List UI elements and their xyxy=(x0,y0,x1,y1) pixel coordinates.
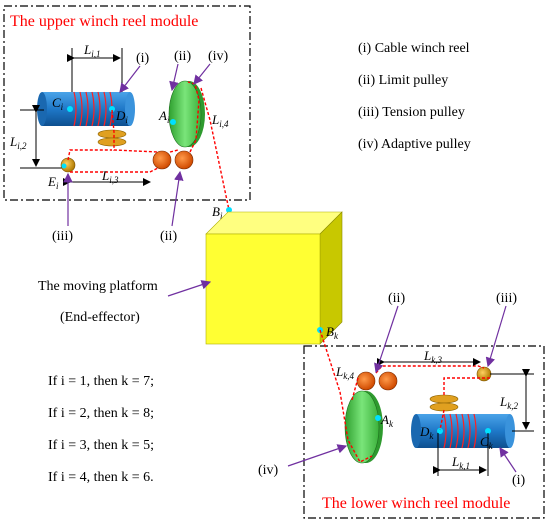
label-ei: Ei xyxy=(47,174,59,191)
callout-upper-ii-bottom: (ii) xyxy=(160,229,177,244)
pointer-upper-i xyxy=(119,65,141,93)
label-ck: Ck xyxy=(480,434,494,451)
point-ck xyxy=(485,428,491,434)
label-lk2: Lk,2 xyxy=(499,394,518,411)
condition-3: If i = 3, then k = 5; xyxy=(48,438,154,453)
point-ak xyxy=(375,415,381,421)
upper-limit-pulley-2 xyxy=(174,150,194,170)
callout-lower-iii: (iii) xyxy=(496,291,517,306)
upper-adaptive-pulley xyxy=(168,80,205,148)
label-li3: Li,3 xyxy=(101,168,119,185)
upper-module-frame xyxy=(3,5,251,201)
upper-limit-pulley-1 xyxy=(152,150,172,170)
index-conditions: If i = 1, then k = 7; If i = 2, then k =… xyxy=(48,374,154,485)
platform-label: The moving platform xyxy=(38,279,158,294)
label-bi: Bi xyxy=(212,204,223,221)
pointer-lower-iii xyxy=(485,305,507,368)
upper-cable-tension-segment xyxy=(67,149,112,161)
condition-2: If i = 2, then k = 8; xyxy=(48,406,154,421)
upper-cable-path xyxy=(70,81,230,211)
callout-lower-ii: (ii) xyxy=(388,291,405,306)
label-ci: Ci xyxy=(52,95,64,112)
lower-module-frame xyxy=(303,345,545,519)
lower-adaptive-pulley xyxy=(344,390,383,464)
lower-limit-pulley-2 xyxy=(378,371,398,391)
lower-cable-winch-reel xyxy=(411,413,515,449)
label-lk1: Lk,1 xyxy=(451,454,470,471)
legend-item-adaptive-pulley: (iv) Adaptive pulley xyxy=(358,137,471,152)
point-dk xyxy=(437,428,443,434)
lower-small-pulley-stack xyxy=(429,394,459,412)
lower-cable-path xyxy=(319,329,490,463)
lower-tension-pulley xyxy=(476,366,492,382)
moving-platform xyxy=(205,211,343,345)
pointer-upper-ii-bottom xyxy=(171,170,184,227)
lower-module: The lower winch reel module Bk Ak xyxy=(258,291,545,519)
callout-lower-i: (i) xyxy=(512,473,526,488)
upper-small-pulley-stack xyxy=(97,129,127,147)
label-ak: Ak xyxy=(380,412,394,429)
upper-cable-winch-reel xyxy=(37,91,135,127)
pointer-upper-ii-top xyxy=(169,63,179,92)
point-ai xyxy=(170,119,176,125)
label-li4: Li,4 xyxy=(211,112,229,129)
upper-module-title: The upper winch reel module xyxy=(10,13,198,30)
label-ai: Ai xyxy=(158,108,170,125)
upper-module: The upper winch reel module Li,1 Ci Di L… xyxy=(3,5,251,244)
lower-limit-pulley-1 xyxy=(356,371,376,391)
callout-upper-iv: (iv) xyxy=(208,49,229,64)
legend-item-tension-pulley: (iii) Tension pulley xyxy=(358,105,465,120)
legend: (i) Cable winch reel (ii) Limit pulley (… xyxy=(358,41,471,152)
lower-module-title: The lower winch reel module xyxy=(322,495,510,512)
condition-4: If i = 4, then k = 6. xyxy=(48,470,154,485)
label-lk4: Lk,4 xyxy=(335,364,354,381)
condition-1: If i = 1, then k = 7; xyxy=(48,374,154,389)
pointer-lower-i xyxy=(499,447,517,473)
label-lk3: Lk,3 xyxy=(423,348,442,365)
pointer-lower-ii xyxy=(374,305,399,374)
legend-item-cable-winch-reel: (i) Cable winch reel xyxy=(358,41,470,56)
callout-upper-ii-top: (ii) xyxy=(174,49,191,64)
point-di xyxy=(109,106,115,112)
label-bk: Bk xyxy=(326,324,339,341)
label-li2: Li,2 xyxy=(9,134,27,151)
point-ci xyxy=(67,106,73,112)
point-bi xyxy=(226,207,232,213)
callout-upper-i: (i) xyxy=(136,51,150,66)
label-di: Di xyxy=(115,108,128,125)
legend-item-limit-pulley: (ii) Limit pulley xyxy=(358,73,448,88)
callout-upper-iii: (iii) xyxy=(52,229,73,244)
platform-sublabel: (End-effector) xyxy=(60,310,140,325)
label-dk: Dk xyxy=(419,424,434,441)
pointer-upper-iv xyxy=(193,63,211,85)
pointer-platform xyxy=(167,280,212,297)
callout-lower-iv: (iv) xyxy=(258,463,279,478)
pointer-lower-iv xyxy=(287,444,348,467)
point-ei xyxy=(61,163,67,169)
label-li1: Li,1 xyxy=(83,42,101,59)
